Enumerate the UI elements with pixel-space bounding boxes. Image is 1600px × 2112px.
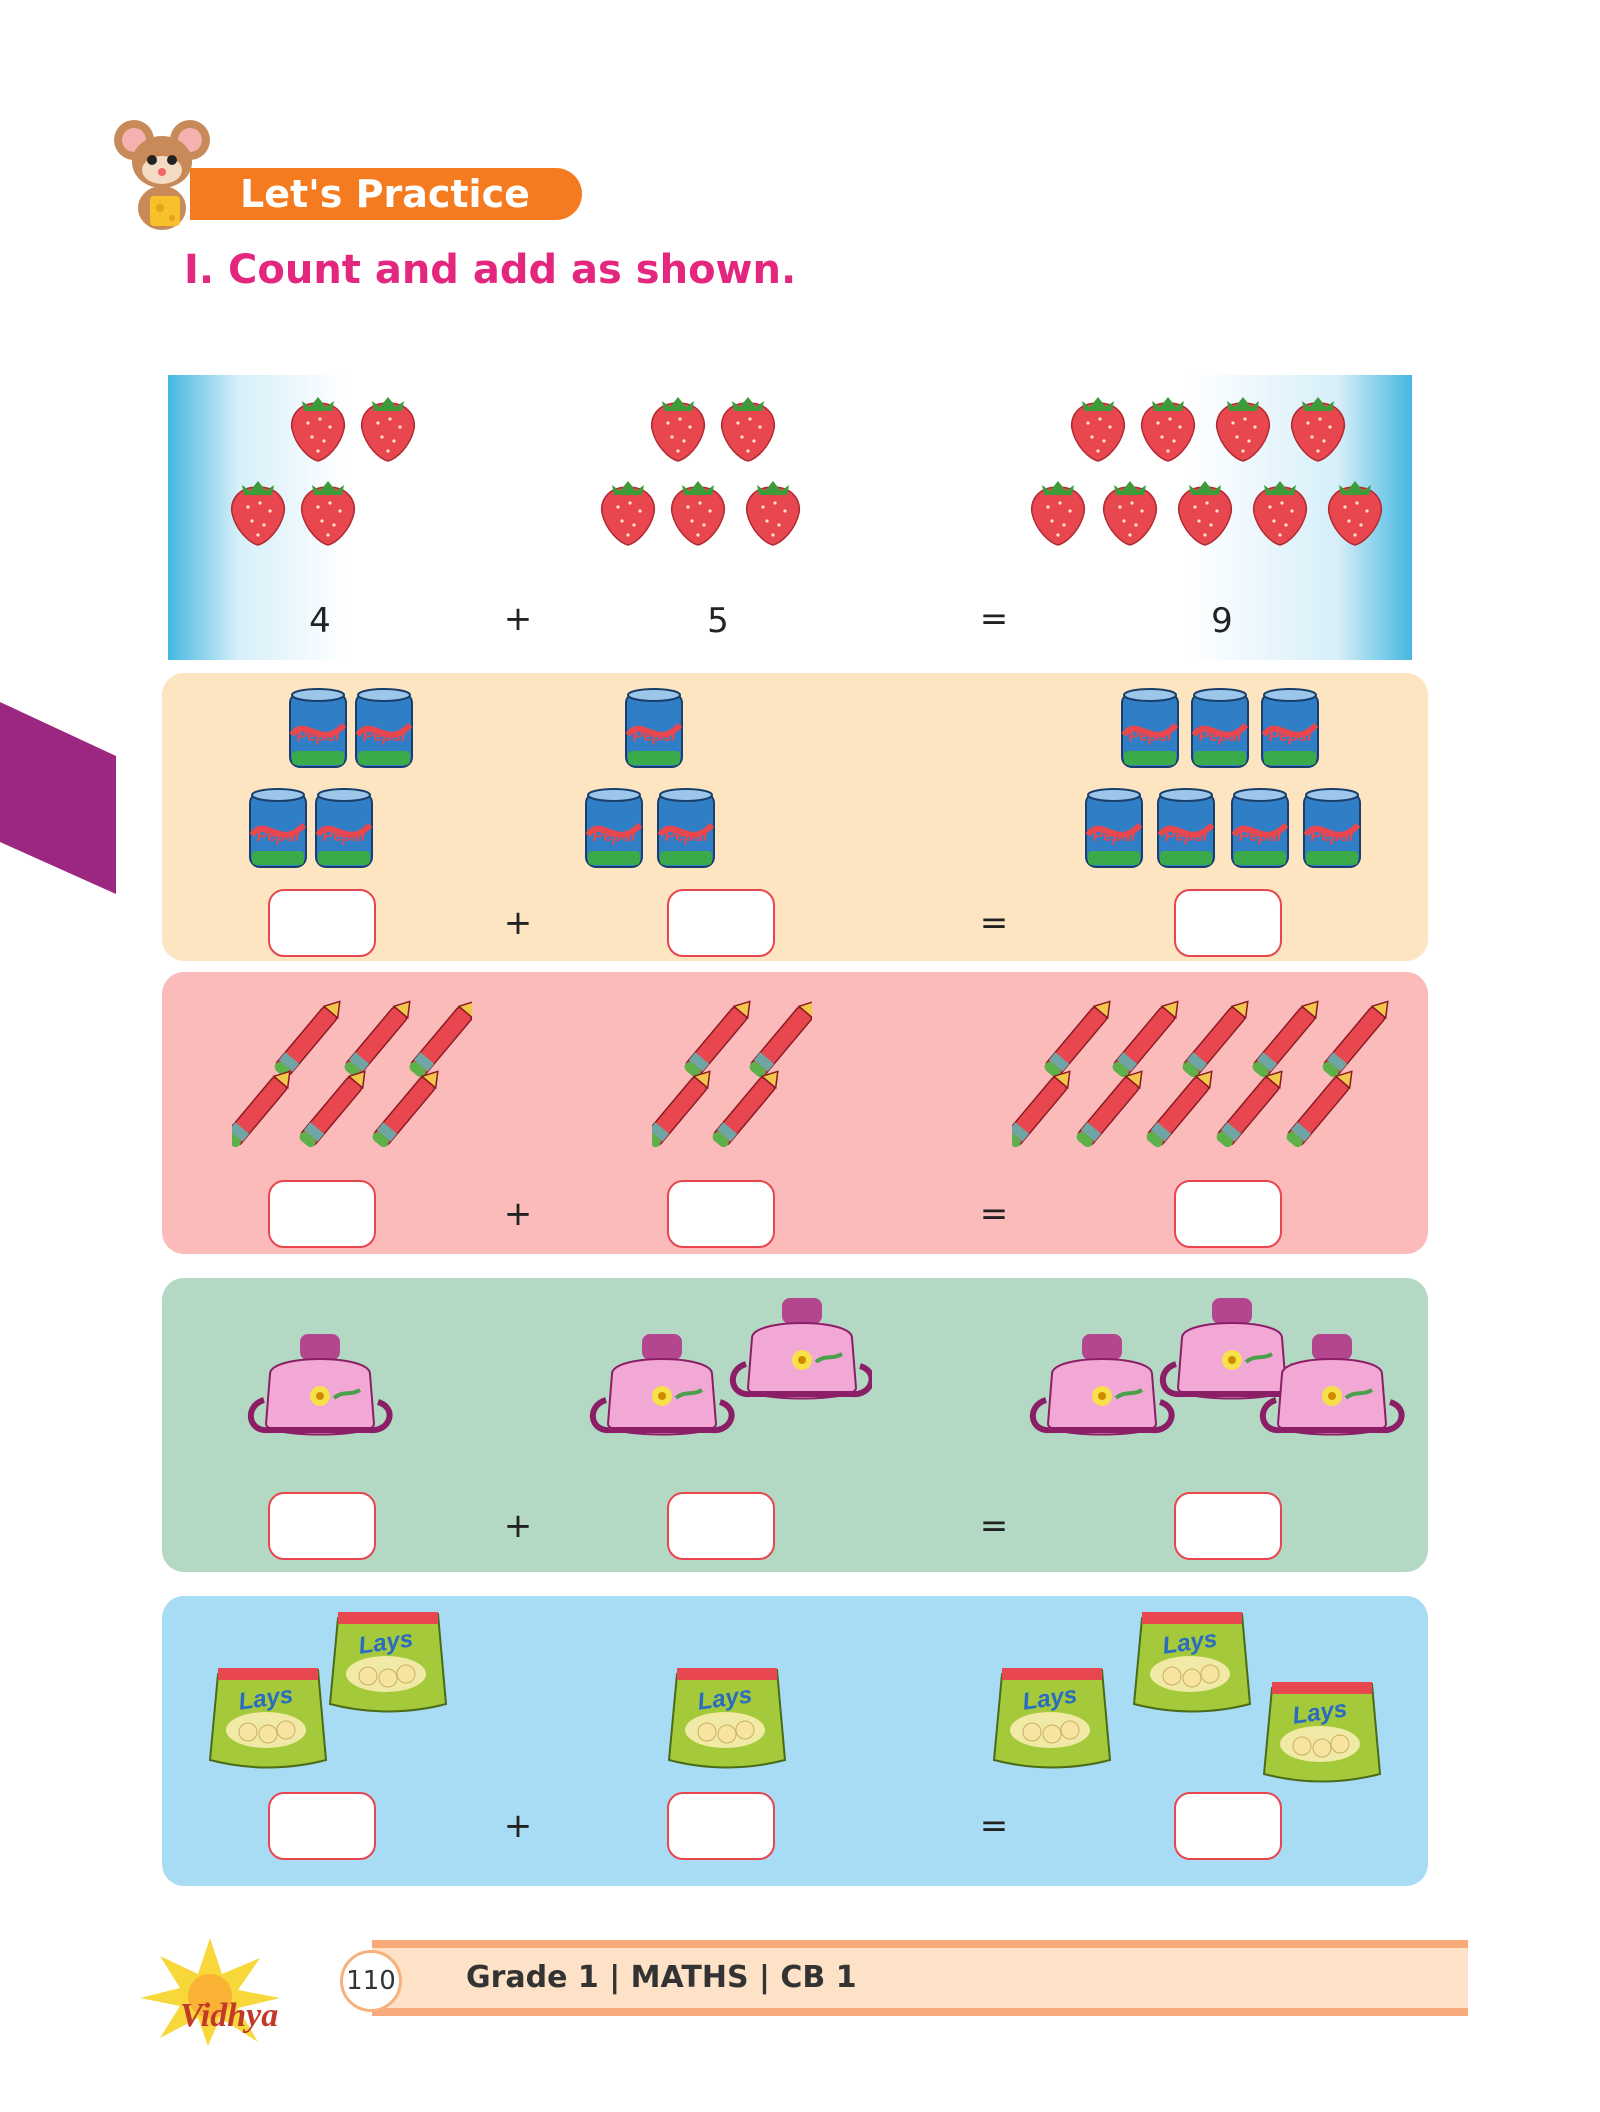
pencil-group-sum	[1012, 994, 1392, 1150]
strawberry-group-b	[600, 396, 801, 546]
count-sum: 9	[1211, 601, 1233, 641]
plus-sign: +	[503, 599, 533, 639]
chips-row: + =	[162, 1596, 1428, 1886]
answer-box-b[interactable]	[667, 1792, 775, 1860]
answer-box-a[interactable]	[268, 1180, 376, 1248]
footer-text: Grade 1 | MATHS | CB 1	[466, 1960, 857, 1995]
plus-sign: +	[503, 1806, 533, 1846]
pencil-group-a	[232, 994, 472, 1150]
practice-banner	[190, 168, 582, 220]
chips-bag-group-a	[209, 1611, 447, 1769]
pepsi-can-group-b	[582, 685, 732, 881]
pencil-group-b	[652, 994, 812, 1150]
answer-box-a[interactable]	[268, 1492, 376, 1560]
water-bottle-group-sum	[1022, 1288, 1422, 1458]
equals-sign: =	[979, 903, 1009, 943]
chips-bag-group-sum	[993, 1611, 1381, 1783]
section-title: Let's Practice	[240, 172, 530, 216]
equals-sign: =	[979, 599, 1009, 639]
question-text: I. Count and add as shown.	[184, 247, 797, 293]
example-row: 4 + 5 = 9	[168, 375, 1412, 660]
water-bottle-group-b	[582, 1288, 872, 1458]
pepsi-can-group-a	[246, 685, 426, 881]
answer-box-sum[interactable]	[1174, 1180, 1282, 1248]
footer-bar	[372, 1940, 1468, 2016]
answer-box-b[interactable]	[667, 889, 775, 957]
svg-text:Vidhya: Vidhya	[180, 1997, 278, 2034]
strawberry-group-sum	[1030, 396, 1383, 546]
answer-box-b[interactable]	[667, 1180, 775, 1248]
vidhya-logo-icon: Vidhya	[140, 1938, 280, 2046]
footer-bar-bottom-stripe	[372, 2008, 1468, 2016]
page-number: 110	[346, 1966, 396, 1996]
mouse-mascot-icon	[114, 120, 210, 230]
footer-bar-top-stripe	[372, 1940, 1468, 1948]
plus-sign: +	[503, 1194, 533, 1234]
page-number-badge	[340, 1950, 402, 2012]
answer-box-b[interactable]	[667, 1492, 775, 1560]
side-tab	[0, 702, 116, 894]
answer-box-a[interactable]	[268, 889, 376, 957]
pepsi-can-group-sum	[1082, 685, 1372, 881]
answer-box-sum[interactable]	[1174, 1792, 1282, 1860]
equals-sign: =	[979, 1506, 1009, 1546]
cans-row: + =	[162, 673, 1428, 961]
strawberry-group-a	[230, 396, 416, 546]
count-b: 5	[707, 601, 729, 641]
chips-bag-group-b	[668, 1667, 786, 1769]
plus-sign: +	[503, 1506, 533, 1546]
plus-sign: +	[503, 903, 533, 943]
answer-box-sum[interactable]	[1174, 889, 1282, 957]
answer-box-sum[interactable]	[1174, 1492, 1282, 1560]
bottles-row: + =	[162, 1278, 1428, 1572]
count-a: 4	[309, 601, 331, 641]
equals-sign: =	[979, 1806, 1009, 1846]
pencils-row: + =	[162, 972, 1428, 1254]
answer-box-a[interactable]	[268, 1792, 376, 1860]
water-bottle-group-a	[240, 1324, 400, 1454]
equals-sign: =	[979, 1194, 1009, 1234]
